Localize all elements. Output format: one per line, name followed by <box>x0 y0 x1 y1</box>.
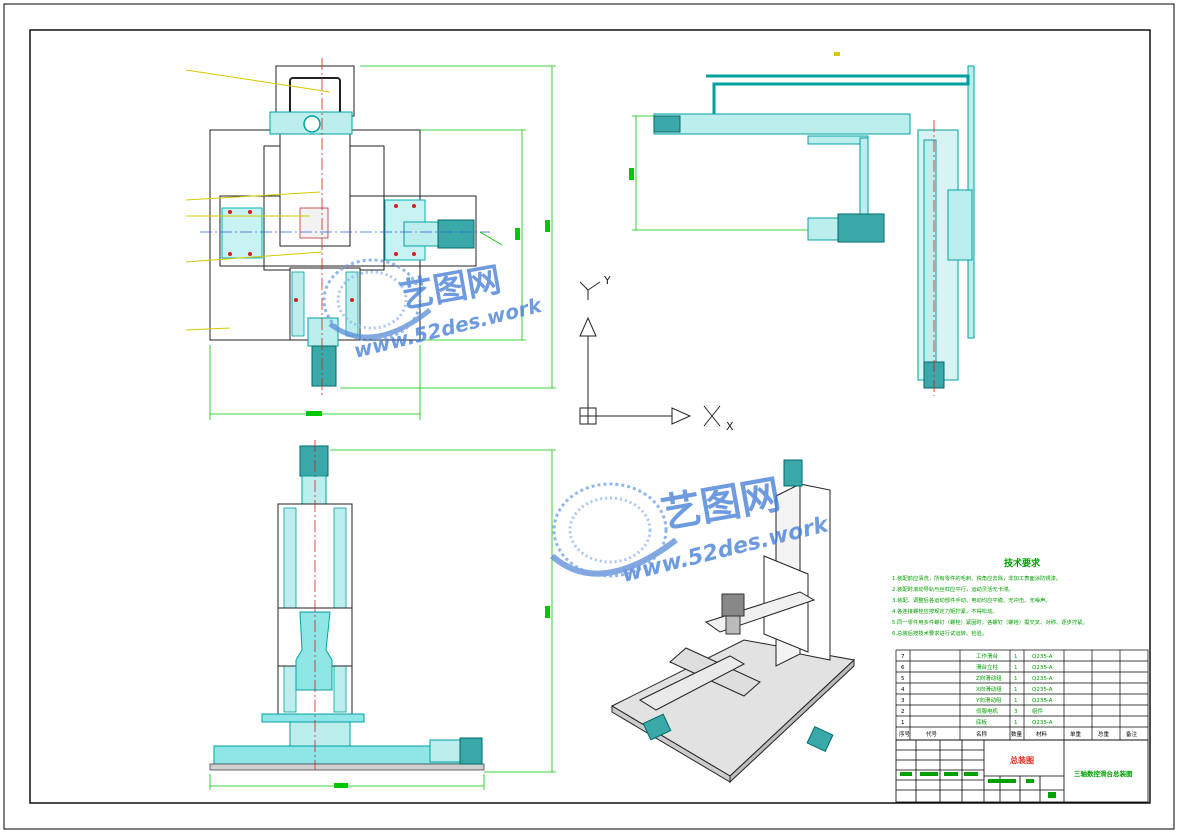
bom-cell-qty: 3 <box>1014 709 1018 715</box>
title-block-stamps <box>900 772 1056 798</box>
top-view <box>185 58 556 420</box>
bom-cell-material: Q235-A <box>1032 676 1053 682</box>
dimension-label <box>545 606 550 618</box>
view-label <box>834 52 840 56</box>
bom-cell-name: 工作滑台 <box>976 652 999 660</box>
bom-header-cell: 总重 <box>1098 730 1110 738</box>
side-view <box>629 52 975 396</box>
bom-cell-material: Q235-A <box>1032 698 1053 704</box>
bom-cell-no: 3 <box>901 698 905 704</box>
bom-cell-name: 伺服电机 <box>976 707 999 715</box>
bom-header-cell: 数量 <box>1011 730 1023 738</box>
drawing-type-label: 总装图 <box>1010 755 1034 765</box>
bom-cell-qty: 1 <box>1014 720 1018 726</box>
tech-requirement-line: 4.各连接螺栓应按规定力矩拧紧，不得松动。 <box>892 607 998 615</box>
bom-cell-name: 滑台立柱 <box>976 663 999 671</box>
ucs-x-label: X <box>726 420 734 433</box>
ucs-axis-icon <box>579 281 721 427</box>
bom-header-cell: 序号 <box>899 730 911 738</box>
bom-cell-material: Q235-A <box>1032 687 1053 693</box>
bom-header-cell: 材料 <box>1036 730 1048 738</box>
front-view <box>209 440 556 790</box>
tech-requirement-line: 6.总装后按技术要求进行试运转、检验。 <box>892 629 987 637</box>
dimension-label <box>334 783 348 788</box>
ucs-y-label: Y <box>603 274 611 287</box>
dimension-label <box>545 220 550 232</box>
globe-logo-icon <box>550 482 678 578</box>
dimension-label <box>306 411 322 416</box>
bom-cell-material: Q235-A <box>1032 654 1053 660</box>
bom-header-cell: 名称 <box>976 730 988 738</box>
bom-cell-material: Q235-A <box>1032 665 1053 671</box>
bom-header-cell: 备注 <box>1126 730 1138 738</box>
dimension-label <box>629 168 634 180</box>
bom-cell-name: Z向滑动组 <box>976 674 1002 682</box>
bom-cell-qty: 1 <box>1014 665 1018 671</box>
bom-cell-qty: 1 <box>1014 676 1018 682</box>
bom-table <box>895 649 1149 741</box>
bom-header: 序号 代号 名称 数量 材料 单重 总重 备注 <box>899 730 1138 738</box>
bom-cell-material: Q235-A <box>1032 720 1053 726</box>
tech-requirement-line: 2.装配时滚动导轨与丝杠应平行，运动灵活无卡滞。 <box>892 585 1014 593</box>
bom-cell-name: 底板 <box>976 718 988 726</box>
bom-cell-no: 6 <box>901 665 905 671</box>
tech-requirements: 技术要求 1.装配前应清洗，所有零件的毛刺、锐角应去除，非加工表面涂防锈漆。 2… <box>892 557 1088 637</box>
tech-requirement-line: 1.装配前应清洗，所有零件的毛刺、锐角应去除，非加工表面涂防锈漆。 <box>892 574 1061 582</box>
bom-cell-qty: 1 <box>1014 687 1018 693</box>
bom-header-cell: 单重 <box>1070 730 1082 738</box>
bom-cell-no: 5 <box>901 676 905 682</box>
isometric-view <box>610 459 856 784</box>
bom-cell-material: 组件 <box>1032 707 1044 715</box>
bom-cell-name: X向滑动组 <box>976 685 1002 693</box>
bom-cell-no: 1 <box>901 720 905 726</box>
bom-cell-no: 2 <box>901 709 905 715</box>
globe-logo-icon <box>322 258 432 342</box>
sheet-frame <box>3 3 1175 830</box>
tech-requirement-line: 5.同一零件用多件螺钉（螺栓）紧固时，各螺钉（螺栓）需交叉、对称、逐步拧紧。 <box>892 618 1088 626</box>
title-block <box>895 739 1149 803</box>
bom-cell-no: 4 <box>901 687 905 693</box>
tech-requirement-line: 3.装配、调整后各运动部件手动、电动均应平稳、无冲击、无噪声。 <box>892 596 1051 604</box>
bom-cell-qty: 1 <box>1014 698 1018 704</box>
tech-requirements-title: 技术要求 <box>1004 557 1041 569</box>
bom-header-cell: 代号 <box>926 730 938 738</box>
bom-cell-name: Y向滑动组 <box>975 696 1002 704</box>
drawing-title: 三轴数控滑台总装图 <box>1074 769 1133 778</box>
dimension-label <box>515 228 520 240</box>
bom-cell-no: 7 <box>901 654 905 660</box>
bom-cell-qty: 1 <box>1014 654 1018 660</box>
